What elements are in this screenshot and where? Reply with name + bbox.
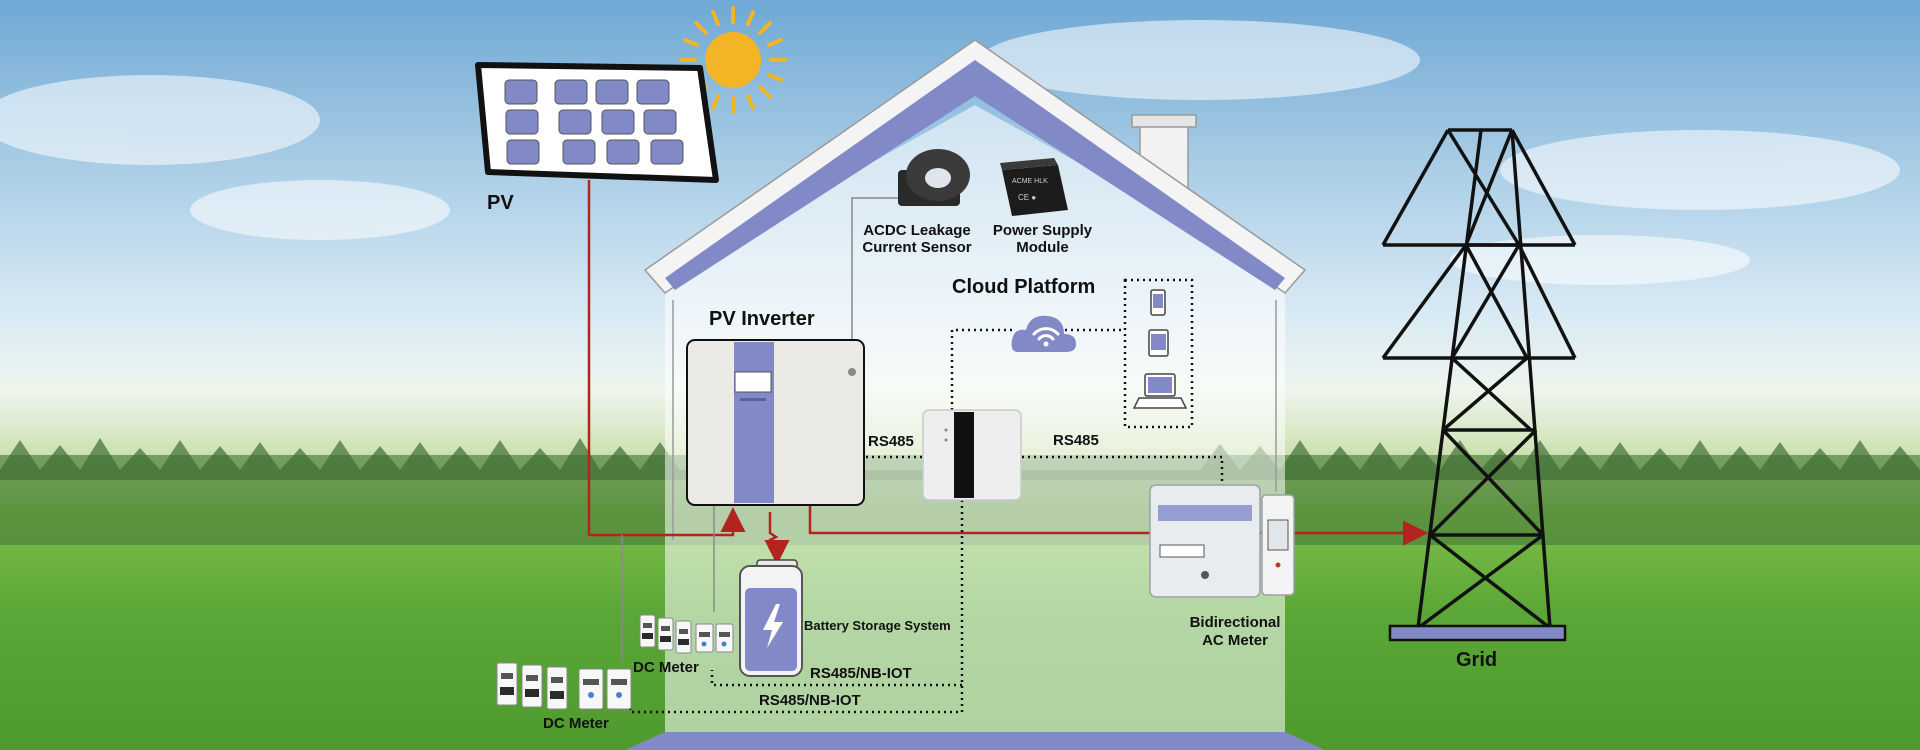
rs485-label-right: RS485 (1053, 432, 1099, 449)
cloud-platform-label: Cloud Platform (952, 276, 1096, 298)
house-floor (625, 732, 1325, 750)
tower-base (1388, 624, 1567, 642)
pv-panel (475, 62, 719, 183)
rs485-label-left: RS485 (868, 433, 914, 450)
bidirectional-ac-meter (1149, 484, 1295, 598)
grid-label: Grid (1456, 649, 1498, 671)
rs485-nbiot-label-lower: RS485/NB-IOT (759, 692, 861, 709)
tablet-icon (1148, 329, 1169, 357)
pv-inverter-label: PV Inverter (709, 308, 815, 330)
dc-meter-group-lower (496, 662, 632, 710)
wifi-cloud-icon (1011, 315, 1076, 352)
gateway-device (922, 409, 1022, 501)
power-supply-module: ACME HLK CE ● (1000, 158, 1068, 216)
ac-meter-label: Bidirectional AC Meter (1189, 614, 1281, 649)
rs485-lines (628, 278, 1224, 714)
lightning-icon (763, 604, 783, 648)
phone-icon (1150, 289, 1166, 316)
dc-meter-label-lower: DC Meter (543, 715, 609, 732)
dc-meter-group-upper (639, 614, 734, 654)
battery-storage-label: Battery Storage System (804, 618, 951, 633)
sky-clouds (0, 20, 1900, 285)
acdc-leakage-sensor-label: ACDC Leakage Current Sensor (862, 222, 972, 256)
laptop-icon (1132, 373, 1188, 409)
battery-icon (739, 559, 803, 677)
pv-label: PV (487, 192, 514, 214)
transmission-tower-icon (1381, 128, 1577, 630)
power-supply-label: Power Supply Module (992, 222, 1093, 256)
rs485-nbiot-label-upper: RS485/NB-IOT (810, 665, 912, 682)
acdc-leakage-sensor (898, 149, 970, 206)
svg-text:CE ●: CE ● (1018, 193, 1036, 202)
sun-icon (679, 6, 787, 114)
svg-text:ACME HLK: ACME HLK (1012, 178, 1048, 185)
dc-meter-label-upper: DC Meter (633, 659, 699, 676)
pv-inverter (686, 339, 865, 506)
